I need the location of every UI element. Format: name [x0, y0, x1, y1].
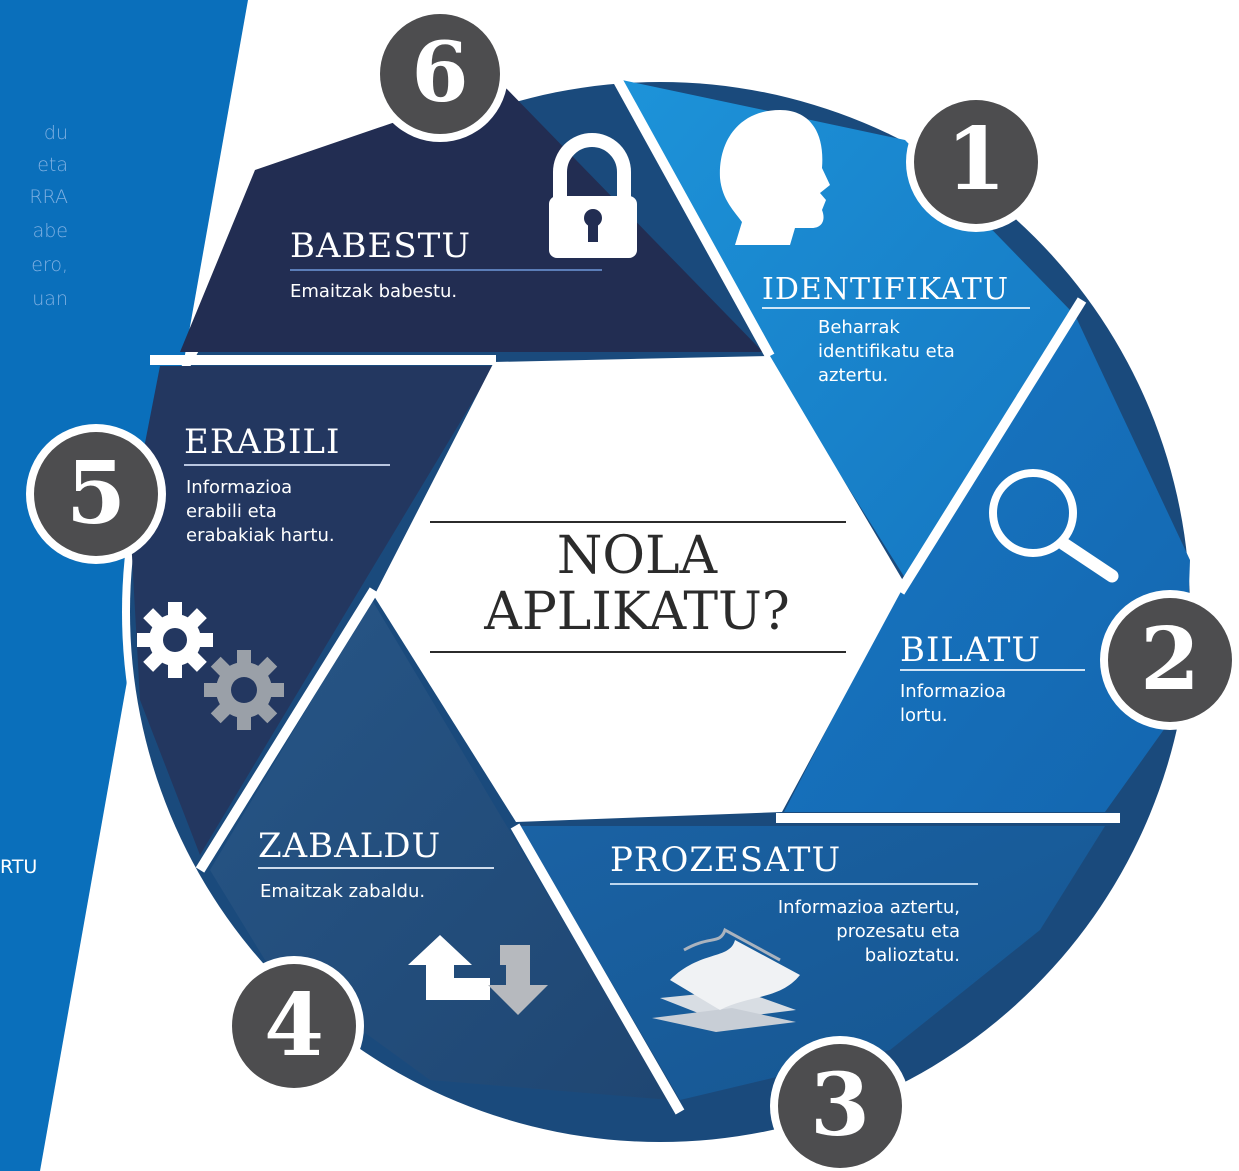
step-title-erabili: ERABILI: [184, 422, 341, 462]
step-desc-bilatu: Informazioa lortu.: [900, 680, 1006, 728]
head-icon: [719, 110, 830, 245]
papers-icon: [652, 927, 800, 1032]
step-title-babestu: BABESTU: [290, 226, 471, 266]
segment-babestu: [180, 85, 763, 352]
step-desc-prozesatu: Informazioa aztertu, prozesatu eta balio…: [660, 896, 960, 968]
center-title-line2: APLIKATU?: [484, 582, 790, 642]
lock-icon: [549, 133, 637, 258]
desc-line: prozesatu eta: [836, 921, 960, 942]
step-desc-babestu: Emaitzak babestu.: [290, 280, 457, 304]
step-desc-erabili: Informazioa erabili eta erabakiak hartu.: [186, 476, 335, 548]
segment-prozesatu: [520, 826, 1105, 1100]
badge-number-2: 2: [1140, 609, 1200, 710]
desc-line: aztertu.: [818, 365, 889, 386]
badge-number-6: 6: [411, 25, 469, 121]
gears-icon: [137, 602, 284, 730]
center-title: NOLA APLIKATU?: [428, 528, 846, 640]
desc-line: balioztatu.: [864, 945, 960, 966]
center-title-line1: NOLA: [556, 526, 718, 586]
badge-number-5: 5: [66, 443, 126, 544]
arrows-icon: [408, 935, 548, 1015]
desc-line: Emaitzak zabaldu.: [260, 881, 426, 902]
badge-number-1: 1: [946, 109, 1006, 210]
badges: [26, 6, 1239, 1171]
segment-bilatu: [784, 315, 1190, 812]
desc-line: lortu.: [900, 705, 948, 726]
side-text-line: eta: [37, 154, 68, 176]
side-text-line: RRA: [29, 186, 68, 208]
side-bottom-text: RTU: [0, 856, 38, 878]
step-desc-identifikatu: Beharrak identifikatu eta aztertu.: [818, 316, 955, 388]
badge-number-3: 3: [810, 1055, 870, 1156]
side-text-line: du: [43, 122, 68, 144]
badge-number-4: 4: [264, 975, 324, 1076]
desc-line: Beharrak: [818, 317, 900, 338]
side-text-line: abe: [32, 220, 68, 242]
step-title-identifikatu: IDENTIFIKATU: [762, 272, 1010, 307]
desc-line: Informazioa aztertu,: [777, 897, 960, 918]
step-desc-zabaldu: Emaitzak zabaldu.: [260, 880, 425, 904]
side-text-line: ero,: [31, 254, 68, 276]
desc-line: Informazioa: [900, 681, 1007, 702]
segment-erabili: [130, 366, 494, 855]
desc-line: identifikatu eta: [818, 341, 955, 362]
desc-line: Informazioa: [186, 477, 293, 498]
desc-line: erabili eta: [186, 501, 277, 522]
desc-line: erabakiak hartu.: [186, 525, 335, 546]
magnifier-icon: [989, 469, 1119, 583]
step-title-zabaldu: ZABALDU: [258, 826, 442, 866]
step-title-prozesatu: PROZESATU: [610, 840, 842, 880]
desc-line: Emaitzak babestu.: [290, 281, 458, 302]
side-text-line: uan: [32, 288, 68, 310]
step-title-bilatu: BILATU: [900, 630, 1042, 670]
center-hexagon: [374, 356, 905, 822]
